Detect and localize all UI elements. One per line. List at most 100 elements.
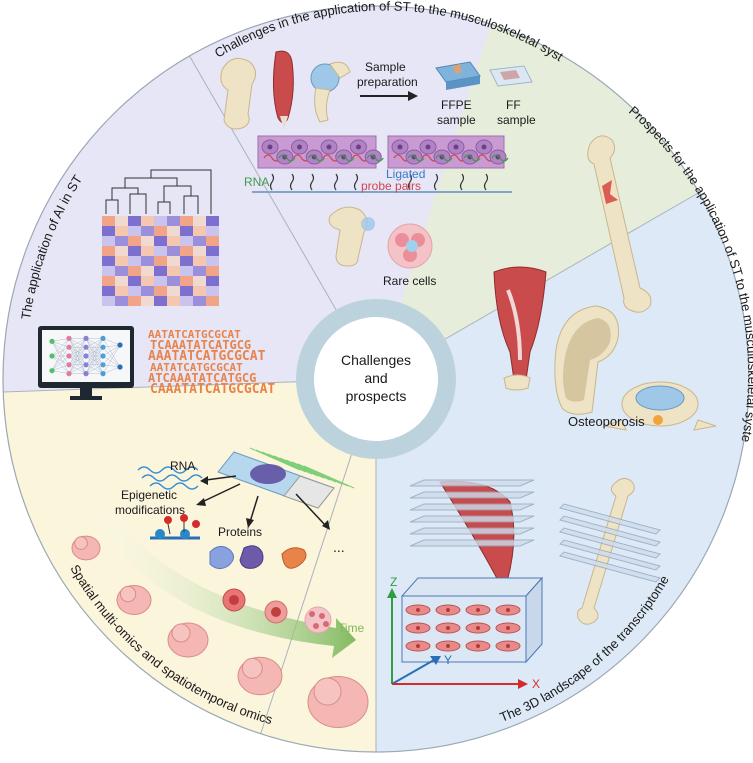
nn-edge [51, 341, 70, 365]
nn-edge [51, 338, 70, 357]
heatmap-cell [115, 246, 128, 256]
heatmap-cell [154, 236, 167, 246]
heatmap-cell [193, 286, 206, 296]
heatmap-cell [193, 236, 206, 246]
heatmap-cell [206, 246, 219, 256]
heatmap-cell [115, 226, 128, 236]
omics-rna-label: RNA [170, 459, 195, 473]
ligated-label-2: probe pairs [361, 179, 421, 193]
nn-node [117, 342, 123, 348]
cube-cell-nucleus [416, 626, 420, 630]
sample-prep-label-2: preparation [357, 75, 418, 89]
nn-edge [51, 341, 70, 348]
heatmap-cell [206, 256, 219, 266]
nn-edge [68, 347, 87, 374]
heatmap-cell [102, 256, 115, 266]
y-axis [391, 659, 435, 685]
heatmap-cell [193, 296, 206, 306]
heatmap-cell [167, 266, 180, 276]
heatmap-cell [206, 226, 219, 236]
heatmap-cell [141, 246, 154, 256]
nn-edge [85, 338, 104, 365]
heatmap-cell [141, 226, 154, 236]
omics-slide-icon [217, 447, 355, 509]
time-arrow [82, 488, 356, 658]
heatmap-cell [167, 236, 180, 246]
transcript-strand [366, 154, 384, 162]
heatmap-cell [206, 276, 219, 286]
heatmap-cell [102, 246, 115, 256]
probe-strand [289, 173, 295, 191]
cube-cell-nucleus [506, 644, 510, 648]
heatmap-cell [154, 226, 167, 236]
heatmap-cell [141, 266, 154, 276]
fractured-bone-icon [587, 135, 652, 313]
protein-icon-2 [239, 545, 264, 569]
heatmap-cell [154, 296, 167, 306]
heatmap-cell [154, 246, 167, 256]
nn-node [100, 371, 106, 377]
heatmap-cell [141, 216, 154, 226]
cell-nucleus [326, 144, 332, 150]
heatmap-cell [193, 266, 206, 276]
heatmap-cell [167, 246, 180, 256]
transcript-strand [307, 154, 325, 162]
section-plane [559, 515, 661, 547]
heatmap-cell [180, 266, 193, 276]
heatmap-cell [115, 296, 128, 306]
heatmap-cell [115, 276, 128, 286]
embryo-head [171, 623, 191, 643]
heatmap-cell [193, 276, 206, 286]
omics-arrows [201, 475, 327, 527]
heatmap-cell [154, 266, 167, 276]
heatmap [102, 216, 219, 306]
cube-cell-nucleus [416, 644, 420, 648]
section-plane [559, 503, 661, 535]
dna-sequence-4: AATATCATGCGCAT [150, 361, 243, 374]
section-plane [559, 527, 661, 559]
cell-nucleus [356, 144, 361, 150]
heatmap-cell [180, 296, 193, 306]
probe-strand [459, 173, 465, 191]
heatmap-cell [154, 256, 167, 266]
nn-edge [85, 364, 104, 374]
heatmap-cell [128, 266, 141, 276]
heatmap-cell [206, 236, 219, 246]
nn-edge [51, 370, 70, 374]
nn-edge [68, 364, 87, 374]
nn-node [66, 335, 72, 341]
slide-grid-line [297, 463, 349, 487]
nn-edge [51, 355, 70, 374]
heatmap-cell [128, 256, 141, 266]
nn-edge [51, 341, 70, 374]
nn-node [83, 344, 89, 350]
nn-edge [51, 347, 70, 371]
section-plane [409, 491, 535, 499]
nn-edge [68, 338, 87, 348]
z-axis-label: Z [390, 575, 397, 589]
nn-edge [102, 344, 121, 365]
nn-edge [102, 355, 121, 368]
heatmap-cell [193, 246, 206, 256]
heatmap-cell [167, 276, 180, 286]
heatmap-cell [180, 216, 193, 226]
monitor-neural-network-icon [38, 326, 134, 400]
cube-cell-nucleus [506, 608, 510, 612]
heatmap-cell [180, 286, 193, 296]
heatmap-cell [154, 276, 167, 286]
dendrogram [105, 169, 212, 214]
heatmap-cell [102, 266, 115, 276]
heatmap-cell [167, 256, 180, 266]
slide-grid-line [279, 457, 331, 481]
cell-nucleus [425, 144, 431, 150]
heatmap-cell [141, 276, 154, 286]
nn-edge [51, 341, 70, 357]
nn-node [66, 371, 72, 377]
slide-grid-line [303, 465, 355, 489]
heatmap-cell [141, 296, 154, 306]
nn-node [83, 353, 89, 359]
nn-edge [102, 338, 121, 346]
nn-edge [51, 355, 70, 371]
x-axis-label: X [532, 677, 540, 691]
